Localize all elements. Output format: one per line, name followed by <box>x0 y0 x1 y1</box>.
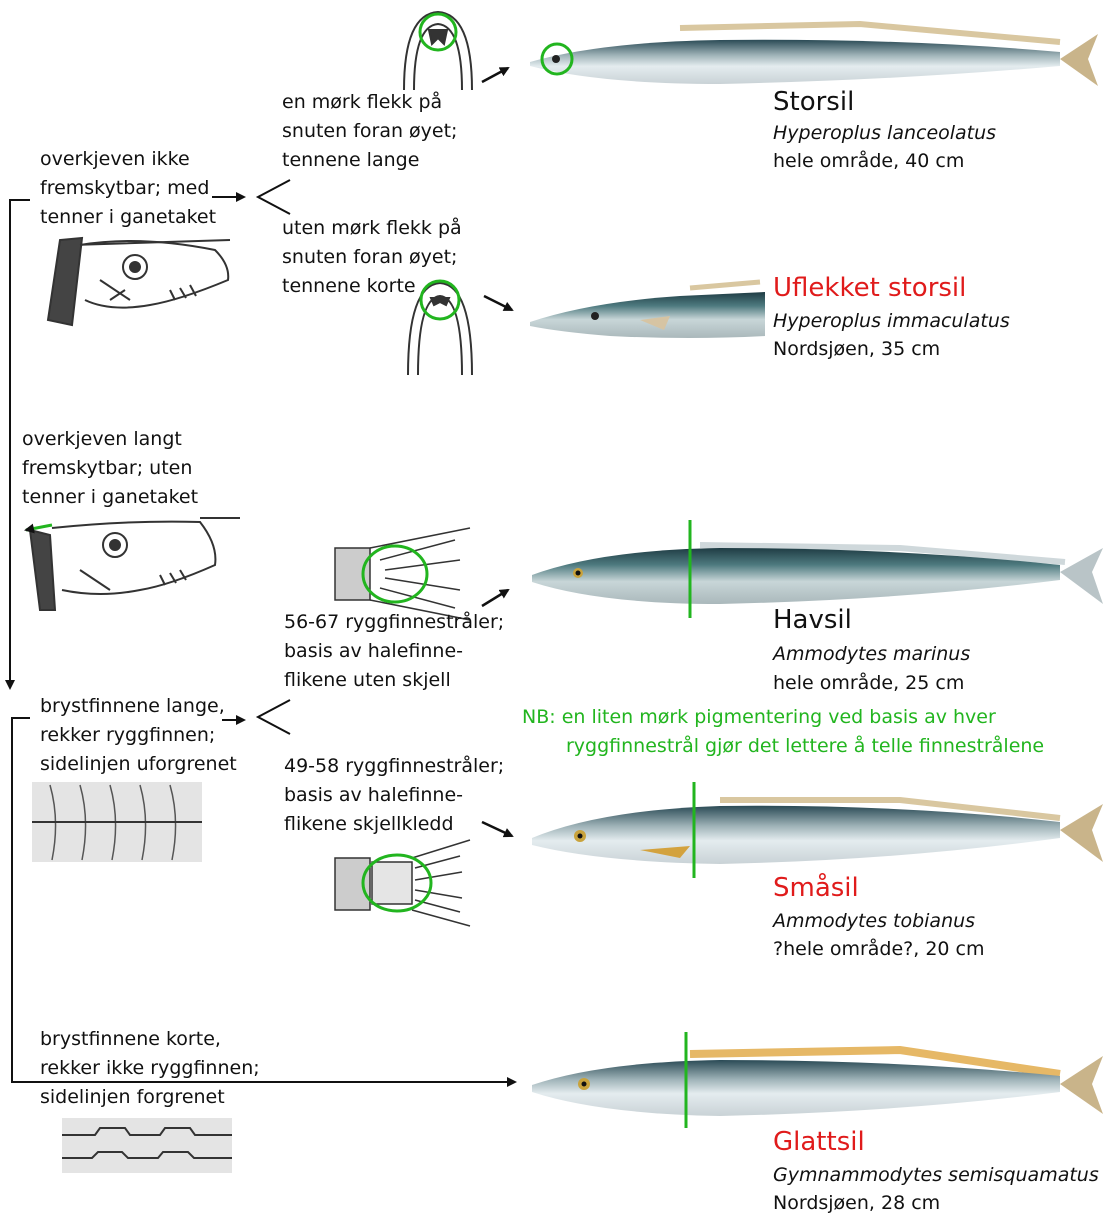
text-line: overkjeven langt <box>22 425 198 454</box>
note-line-2: ryggfinnestrål gjør det lettere å telle … <box>566 732 1044 761</box>
lateral-line-unbranched-drawing <box>32 782 202 862</box>
text-line: fremskytbar; uten <box>22 454 198 483</box>
branch-symbol-2 <box>258 700 290 734</box>
text-line: en mørk flekk på <box>282 88 457 117</box>
fish-image-smasil <box>532 782 1103 878</box>
text-line: rekker ikke ryggfinnen; <box>40 1054 260 1083</box>
text-line: sidelinjen forgrenet <box>40 1083 260 1112</box>
step2-option-a: en mørk flekk på snuten foran øyet; tenn… <box>282 88 457 175</box>
species-info-glattsil: Nordsjøen, 28 cm <box>773 1192 940 1214</box>
step2-option-b: uten mørk flekk på snuten foran øyet; te… <box>282 214 462 301</box>
species-name-uflekket-storsil: Uflekket storsil <box>773 272 966 304</box>
text-line: basis av halefinne- <box>284 781 504 810</box>
arrow-to-havsil <box>482 590 508 606</box>
lateral-line-branched-drawing <box>62 1118 232 1173</box>
species-scientific-storsil: Hyperoplus lanceolatus <box>773 122 996 144</box>
species-info-smasil: ?hele område?, 20 cm <box>773 938 985 960</box>
fish-image-glattsil <box>532 1032 1103 1128</box>
text-line: overkjeven ikke <box>40 145 216 174</box>
arrow-to-uflekket <box>484 296 512 310</box>
text-line: flikene uten skjell <box>284 666 504 695</box>
species-scientific-smasil: Ammodytes tobianus <box>773 910 975 932</box>
head-drawing-ammodytes <box>26 518 240 610</box>
text-line: snuten foran øyet; <box>282 243 462 272</box>
species-name-smasil: Småsil <box>773 872 859 904</box>
text-line: rekker ryggfinnen; <box>40 721 237 750</box>
species-scientific-uflekket-storsil: Hyperoplus immaculatus <box>773 310 1010 332</box>
text-line: snuten foran øyet; <box>282 117 457 146</box>
text-line: tenner i ganetaket <box>22 483 198 512</box>
tail-base-scaleless-drawing <box>335 528 470 620</box>
species-name-storsil: Storsil <box>773 86 854 118</box>
species-name-havsil: Havsil <box>773 604 852 636</box>
species-scientific-glattsil: Gymnammodytes semisquamatus <box>773 1164 1099 1186</box>
text-line: uten mørk flekk på <box>282 214 462 243</box>
species-scientific-havsil: Ammodytes marinus <box>773 643 970 665</box>
text-line: brystfinnene lange, <box>40 692 237 721</box>
step4-option-a: 56-67 ryggfinnestråler; basis av halefin… <box>284 608 504 695</box>
step4-option-b: 49-58 ryggfinnestråler; basis av halefin… <box>284 752 504 839</box>
text-line: flikene skjellkledd <box>284 810 504 839</box>
fish-image-storsil <box>530 24 1098 86</box>
step3-option-a: brystfinnene lange, rekker ryggfinnen; s… <box>40 692 237 779</box>
species-name-glattsil: Glattsil <box>773 1126 865 1158</box>
step1-option-a: overkjeven ikke fremskytbar; med tenner … <box>40 145 216 232</box>
text-line: brystfinnene korte, <box>40 1025 260 1054</box>
note-line-1: NB: en liten mørk pigmentering ved basis… <box>522 703 996 732</box>
text-line: basis av halefinne- <box>284 637 504 666</box>
text-line: tennene korte <box>282 272 462 301</box>
text-line: sidelinjen uforgrenet <box>40 750 237 779</box>
text-line: tenner i ganetaket <box>40 203 216 232</box>
text-line: fremskytbar; med <box>40 174 216 203</box>
head-drawing-hyperoplus <box>48 238 230 325</box>
step3-option-b: brystfinnene korte, rekker ikke ryggfinn… <box>40 1025 260 1112</box>
text-line: 49-58 ryggfinnestråler; <box>284 752 504 781</box>
species-info-uflekket-storsil: Nordsjøen, 35 cm <box>773 338 940 360</box>
jaw-drawing-teeth-long <box>404 12 472 90</box>
fish-image-uflekket-storsil <box>530 282 765 338</box>
arrow-to-storsil <box>482 68 508 82</box>
step1-option-b: overkjeven langt fremskytbar; uten tenne… <box>22 425 198 512</box>
species-info-havsil: hele område, 25 cm <box>773 672 964 694</box>
branch-symbol-1 <box>258 180 290 214</box>
text-line: 56-67 ryggfinnestråler; <box>284 608 504 637</box>
tail-base-scaled-drawing <box>335 840 470 926</box>
text-line: tennene lange <box>282 146 457 175</box>
species-info-storsil: hele område, 40 cm <box>773 150 964 172</box>
